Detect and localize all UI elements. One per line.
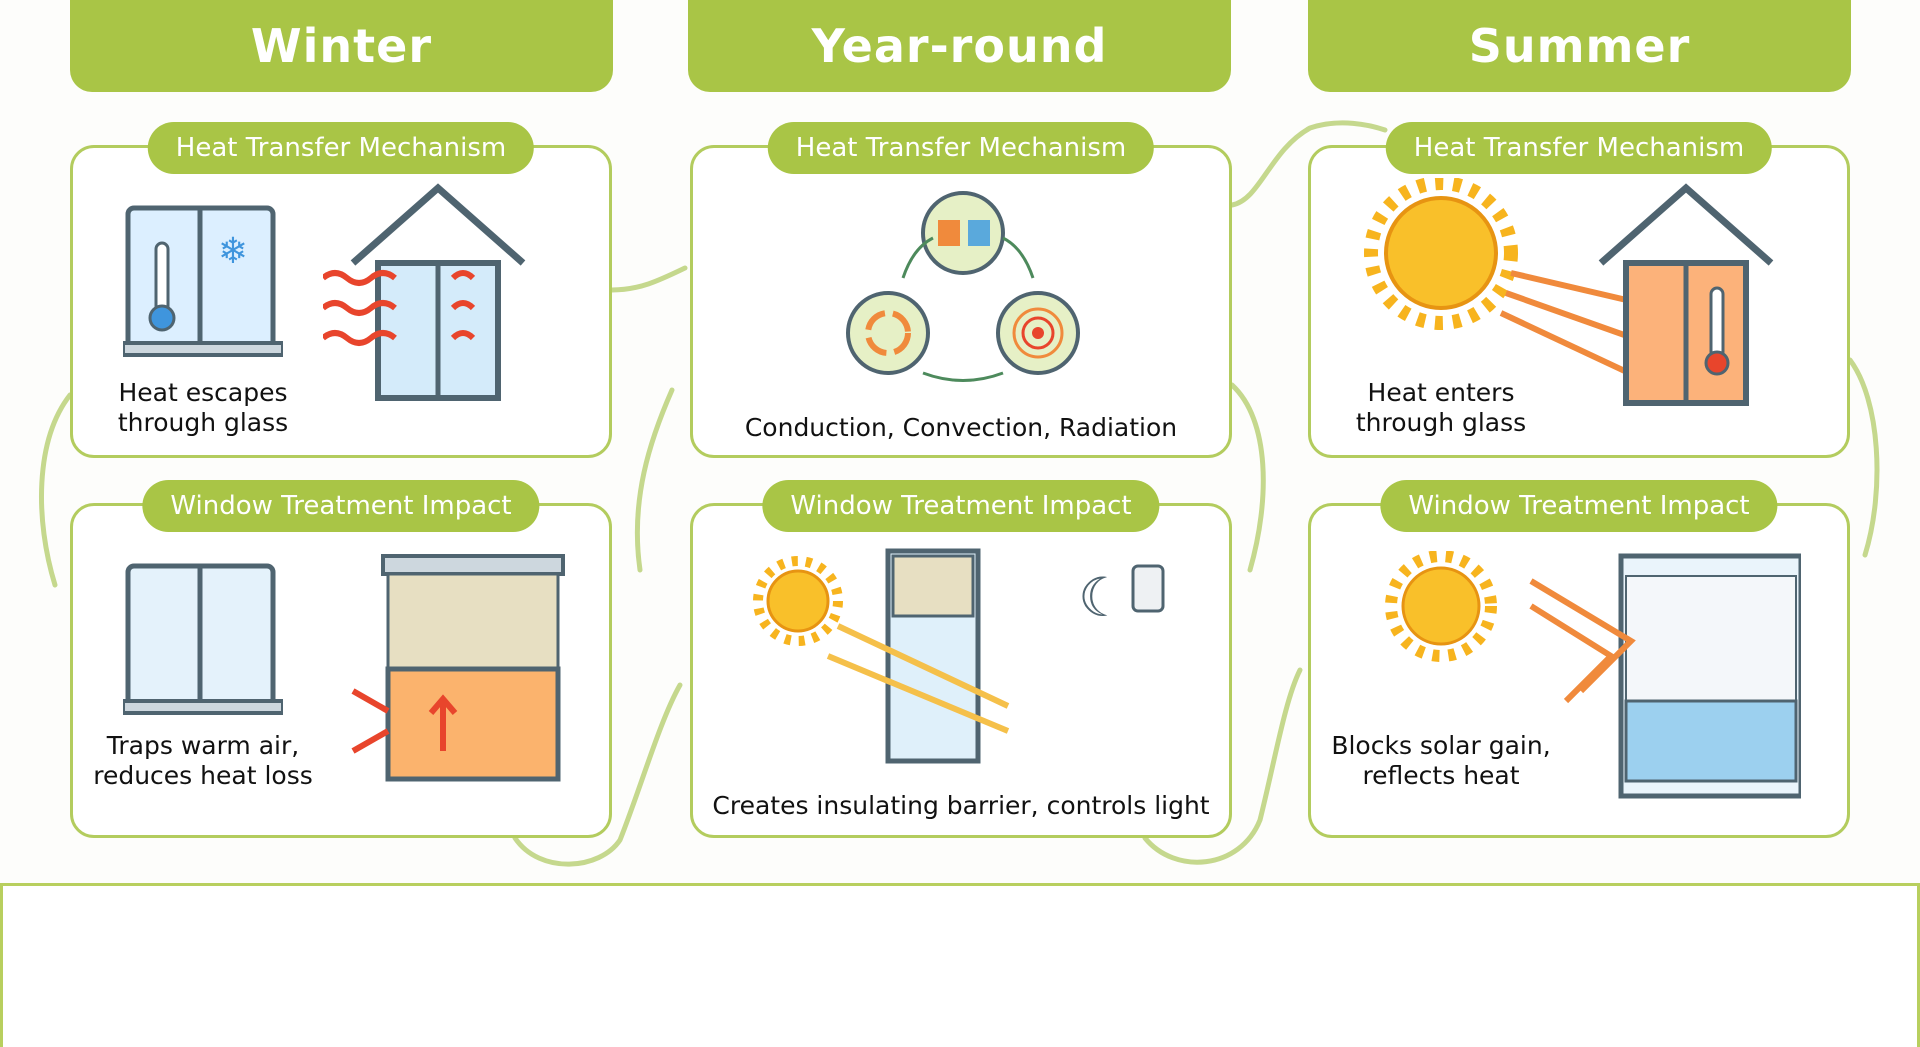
- card-label: Heat Transfer Mechanism: [767, 122, 1155, 174]
- year-round-impact-card: Window Treatment Impact ☾ Creates insula…: [690, 480, 1232, 838]
- sun-heating-house-icon: [1364, 178, 1774, 406]
- caption-line: reflects heat: [1362, 761, 1520, 790]
- caption-line: through glass: [117, 408, 289, 437]
- card-label: Window Treatment Impact: [762, 480, 1160, 532]
- summer-mechanism-card: Heat Transfer Mechanism Heat enters thro…: [1308, 122, 1850, 458]
- caption-line: Traps warm air,: [106, 731, 300, 760]
- caption-line: Heat escapes: [118, 378, 288, 407]
- frozen-house-heat-loss-icon: [323, 183, 526, 401]
- summer-impact-card: Window Treatment Impact Blocks solar gai…: [1308, 480, 1850, 838]
- empty-bottom-panel: [0, 883, 1920, 1047]
- card-label: Heat Transfer Mechanism: [147, 122, 535, 174]
- heat-transfer-cycle-icon: [846, 191, 1080, 382]
- card-label: Window Treatment Impact: [142, 480, 540, 532]
- year-round-mechanism-card: Heat Transfer Mechanism Conduction, Conv…: [690, 122, 1232, 458]
- frosted-window-thermometer-icon: ❄: [123, 205, 283, 357]
- solar-reflecting-shade-icon: [1385, 551, 1801, 799]
- column-header-winter: Winter: [70, 0, 613, 92]
- winter-impact-card: Window Treatment Impact Traps warm air, …: [70, 480, 612, 838]
- column-header-year-round: Year-round: [688, 0, 1231, 92]
- svg-text:☾: ☾: [1078, 566, 1126, 629]
- caption-line: through glass: [1355, 408, 1527, 437]
- caption-line: reduces heat loss: [93, 761, 313, 790]
- cellular-shade-window-icon: [351, 554, 565, 782]
- caption-line: Heat enters: [1367, 378, 1515, 407]
- svg-text:❄: ❄: [218, 231, 248, 272]
- closed-window-icon: [123, 563, 283, 715]
- caption-line: Conduction, Convection, Radiation: [744, 413, 1178, 442]
- card-label: Heat Transfer Mechanism: [1385, 122, 1773, 174]
- caption-line: Creates insulating barrier, controls lig…: [712, 791, 1210, 820]
- shade-day-night-icon: ☾: [753, 548, 1165, 764]
- column-header-summer: Summer: [1308, 0, 1851, 92]
- winter-mechanism-card: Heat Transfer Mechanism ❄ Heat escapes t…: [70, 122, 612, 458]
- card-label: Window Treatment Impact: [1380, 480, 1778, 532]
- caption-line: Blocks solar gain,: [1331, 731, 1551, 760]
